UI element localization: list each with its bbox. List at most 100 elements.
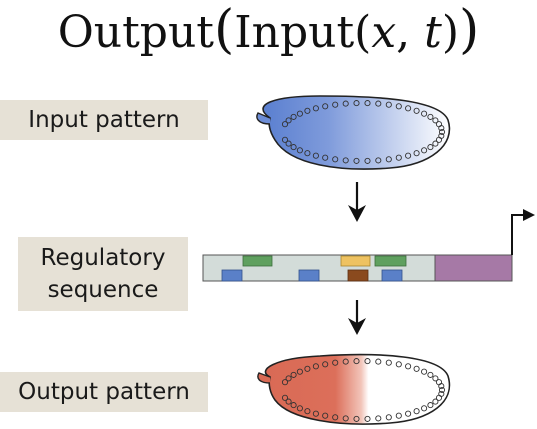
nucleus-dot [435, 394, 443, 401]
nucleus-dot [427, 402, 434, 409]
nucleus-dot [432, 398, 439, 405]
nucleus-dot [290, 113, 297, 120]
nucleus-dot [332, 359, 339, 366]
output-pattern-label: Output pattern [0, 372, 208, 412]
nucleus-dot [290, 402, 297, 409]
nucleus-dot [413, 107, 420, 114]
transcription-start-arrow [511, 214, 527, 255]
nucleus-dot [342, 358, 349, 365]
nucleus-dot [285, 117, 292, 124]
nucleus-dot [413, 150, 420, 157]
nucleus-dot [281, 121, 289, 128]
nucleus-dot [432, 117, 439, 124]
nucleus-dot [353, 358, 360, 365]
nucleus-dot [395, 154, 402, 161]
title-comma: , [396, 7, 425, 58]
binding-site-brown [347, 269, 369, 282]
nucleus-dot [281, 136, 289, 143]
nucleus-dot [332, 414, 339, 421]
arrow-down-2 [348, 300, 366, 335]
nucleus-dot [296, 405, 303, 412]
nucleus-dot [364, 415, 371, 422]
nucleus-dot [413, 408, 420, 415]
nucleus-dot [375, 358, 382, 365]
binding-site-green [242, 255, 273, 267]
binding-site-blue [298, 269, 320, 282]
nucleus-dot [395, 103, 402, 110]
regulatory-dna [202, 209, 535, 282]
nucleus-dot [332, 156, 339, 163]
nucleus-dot [364, 100, 371, 107]
nucleus-dot [304, 365, 311, 372]
regulatory-sequence-label: Regulatory sequence [18, 237, 188, 311]
nucleus-dot [438, 383, 445, 390]
nucleus-dot [413, 365, 420, 372]
input-pattern-text: Input pattern [28, 107, 180, 133]
nucleus-dot [281, 394, 289, 401]
binding-site-blue [381, 269, 403, 282]
nucleus-dot [421, 147, 428, 154]
nucleus-dot [290, 371, 297, 378]
nucleus-dot [438, 125, 445, 132]
title-open-paren: ( [213, 0, 235, 60]
nucleus-dot [385, 359, 392, 366]
nucleus-dot [322, 154, 329, 161]
nucleus-dot [364, 157, 371, 164]
title-var-x: x [371, 7, 397, 58]
nucleus-dot [395, 412, 402, 419]
nucleus-dot [281, 379, 289, 386]
nucleus-dot [432, 140, 439, 147]
nucleus-dot [375, 100, 382, 107]
nucleus-dot [322, 361, 329, 368]
nucleus-dot [285, 375, 292, 382]
binding-site-blue [221, 269, 243, 282]
nucleus-dot [342, 100, 349, 107]
input-embryo-cell-ring [281, 100, 446, 164]
nucleus-dot [296, 368, 303, 375]
nucleus-dot [353, 157, 360, 164]
output-embryo [257, 353, 451, 425]
nucleus-dot [304, 408, 311, 415]
nucleus-dot [385, 414, 392, 421]
nucleus-dot [375, 415, 382, 422]
regulatory-line1: Regulatory [40, 245, 166, 271]
nucleus-dot [342, 157, 349, 164]
nucleus-dot [375, 157, 382, 164]
nucleus-dot [405, 410, 412, 417]
nucleus-dot [438, 386, 446, 394]
nucleus-dot [312, 152, 319, 159]
arrow-down-1 [348, 182, 366, 222]
nucleus-dot [427, 113, 434, 120]
nucleus-dot [427, 371, 434, 378]
regulatory-line2: sequence [47, 277, 159, 303]
nucleus-dot [353, 100, 360, 107]
nucleus-dot [285, 398, 292, 405]
title-output: Output [57, 7, 214, 58]
nucleus-dot [304, 150, 311, 157]
nucleus-dot [405, 152, 412, 159]
title-input: Input [234, 7, 355, 58]
promoter-region [434, 254, 513, 282]
nucleus-dot [421, 368, 428, 375]
input-embryo-body [262, 95, 451, 170]
nucleus-dot [322, 412, 329, 419]
nucleus-dot [296, 147, 303, 154]
title-inner-open: ( [354, 7, 372, 58]
output-embryo-body [264, 353, 451, 425]
nucleus-dot [395, 361, 402, 368]
nucleus-dot [312, 105, 319, 112]
nucleus-dot [427, 144, 434, 151]
nucleus-dot [364, 358, 371, 365]
nucleus-dot [405, 363, 412, 370]
nucleus-dot [421, 110, 428, 117]
nucleus-dot [285, 140, 292, 147]
nucleus-dot [438, 128, 446, 136]
title-close-paren: ) [459, 0, 480, 60]
nucleus-dot [405, 105, 412, 112]
input-embryo-pole [256, 112, 271, 125]
formula-title: Output(Input(x, t)) [0, 2, 537, 61]
nucleus-dot [435, 136, 443, 143]
nucleus-dot [322, 103, 329, 110]
